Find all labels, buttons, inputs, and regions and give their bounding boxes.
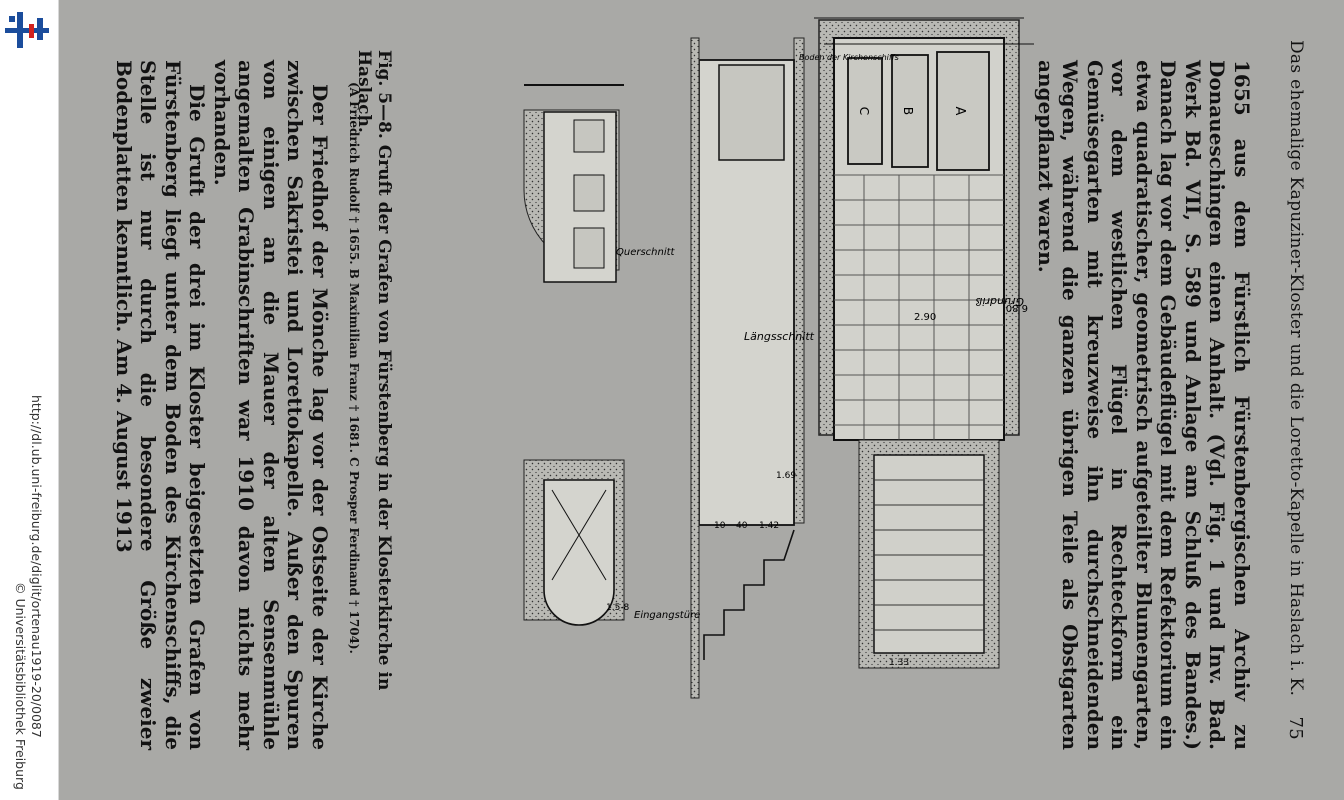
section-dim-b: 40 (736, 521, 748, 531)
source-url[interactable]: http://dl.ub.uni-freiburg.de/diglit/orte… (29, 395, 44, 738)
plan-title: Grundriß (975, 295, 1024, 308)
section-dim-a: 1.42 (759, 521, 779, 531)
crypt-figure: A B C 2.90 6.80 (523, 17, 1034, 699)
plan-drawing: A B C 2.90 6.80 (814, 17, 1034, 669)
figure-caption-sub: (A Friedrich Rudolf † 1655. B Maximilian… (347, 82, 361, 654)
longitudinal-section: Boden der Kirchenschiffs Längsschnitt 1.… (690, 37, 899, 699)
door-dim: 1.5-8 (606, 603, 630, 613)
plan-dim-stair: 1.33 (889, 658, 909, 668)
door-title: Eingangstüre (634, 610, 700, 621)
ub-freiburg-logo-icon[interactable] (5, 10, 49, 50)
entrance-door: 1.5-8 Eingangstüre (523, 459, 700, 626)
section-dim-c: 10 (714, 521, 726, 531)
section-title: Längsschnitt (744, 330, 815, 343)
plan-dim-width: 2.90 (914, 312, 936, 323)
logo-red-bar-icon (29, 24, 34, 38)
section-floor-label: Boden der Kirchenschiffs (799, 53, 899, 62)
plan-label-c: C (857, 107, 871, 115)
scanned-page-viewport[interactable]: Das ehemalige Kapuziner-Kloster und die … (59, 0, 1344, 800)
plan-label-b: B (901, 107, 915, 115)
plan-dim-length: 6.80 (1006, 302, 1028, 313)
viewer-sidebar: http://dl.ub.uni-freiburg.de/diglit/orte… (0, 0, 59, 800)
plan-label-a: A (952, 107, 967, 116)
cross-section: Querschnitt (523, 84, 676, 283)
logo-crossbar-icon (5, 28, 49, 33)
cross-section-title: Querschnitt (616, 247, 676, 258)
logo-square-icon (9, 16, 15, 22)
copyright-notice: © Universitätsbibliothek Freiburg (13, 582, 28, 790)
scanned-page: Das ehemalige Kapuziner-Kloster und die … (59, 0, 1344, 800)
section-dim-depth: 1.69 (776, 471, 796, 481)
paragraph: Die Gruft der drei im Kloster beigesetzt… (112, 60, 210, 750)
body-text-bottom: Der Friedhof der Mönche lag vor der Osts… (112, 60, 332, 750)
paragraph: Der Friedhof der Mönche lag vor der Osts… (210, 60, 332, 750)
logo-bar2-icon (37, 18, 43, 40)
